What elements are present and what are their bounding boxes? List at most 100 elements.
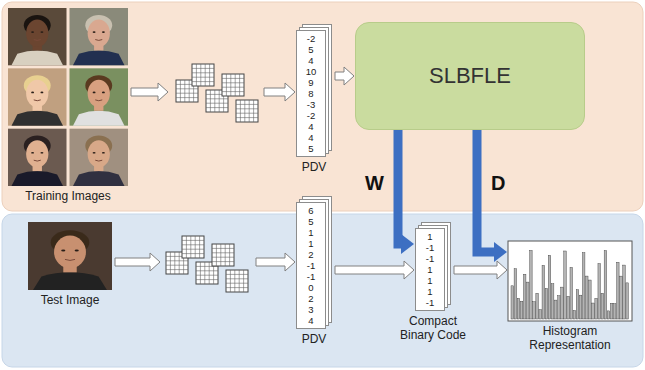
mouth xyxy=(65,259,75,260)
histogram-bar xyxy=(517,298,520,319)
histogram-bar xyxy=(586,276,589,319)
histogram-bar xyxy=(527,282,530,319)
face-photo xyxy=(8,129,67,186)
histogram-bar xyxy=(589,280,592,319)
shoulders xyxy=(12,111,63,126)
shoulders xyxy=(73,111,124,126)
process-box: SLBFLE xyxy=(355,22,585,130)
face-photo xyxy=(8,8,67,65)
histogram-bar xyxy=(610,303,613,319)
face xyxy=(26,19,48,47)
photo-ground xyxy=(70,68,129,125)
vector-card: 1 -1 -1 1 1 1 -1 xyxy=(415,228,445,311)
eye xyxy=(40,92,43,94)
histogram-bar xyxy=(511,286,514,319)
arrow-shaft xyxy=(398,130,402,244)
photo-ground xyxy=(70,129,129,186)
face xyxy=(26,80,48,108)
card-stack: 1 -1 -1 1 1 1 -1 xyxy=(415,222,451,311)
eye xyxy=(93,152,96,154)
patch-grid xyxy=(182,236,204,258)
histogram-bar xyxy=(551,284,554,319)
histogram-bar xyxy=(623,265,626,319)
face-photo xyxy=(28,222,112,290)
mouth xyxy=(95,160,102,162)
face-photo xyxy=(8,68,67,125)
edge-label: D xyxy=(491,172,505,194)
histogram-bar xyxy=(533,302,536,319)
eye xyxy=(61,250,65,252)
connector xyxy=(335,261,414,279)
histogram-bar xyxy=(564,251,567,319)
connector xyxy=(131,83,295,101)
histogram-bar xyxy=(558,296,561,319)
face-photo xyxy=(70,129,129,186)
patch-grid xyxy=(236,100,258,122)
vector-values: 1 -1 -1 1 1 1 -1 xyxy=(424,231,437,308)
histogram-bar xyxy=(536,293,539,319)
histogram-bar xyxy=(626,283,629,319)
vector-stack: 6 5 1 1 2 -1 -1 0 2 3 4PDV xyxy=(290,196,338,346)
image-group: Training Images xyxy=(8,8,128,203)
picture-frame xyxy=(508,241,632,321)
histogram-bar xyxy=(607,311,610,319)
shoulders xyxy=(12,171,63,186)
histogram-bar xyxy=(579,295,582,319)
eye xyxy=(93,92,96,94)
vector-stack: 1 -1 -1 1 1 1 -1Compact Binary Code xyxy=(392,222,474,342)
connector xyxy=(454,261,507,279)
histogram-bar xyxy=(592,303,595,319)
histogram-chart xyxy=(508,241,632,321)
histogram-bar xyxy=(617,262,620,319)
image-caption: Test Image xyxy=(41,293,100,307)
card-stack: -2 5 4 10 9 8 -3 -2 4 4 5 xyxy=(296,24,332,157)
eye xyxy=(31,31,34,33)
image-caption: Training Images xyxy=(25,189,111,203)
connector xyxy=(398,130,414,254)
training-band xyxy=(2,2,643,211)
patch-grid xyxy=(212,244,234,266)
histogram-bar xyxy=(604,251,607,319)
block-arrow xyxy=(115,253,160,271)
mouth xyxy=(34,160,41,162)
eye xyxy=(31,92,34,94)
histogram-bar xyxy=(554,300,557,319)
face xyxy=(88,19,110,47)
histogram-bar xyxy=(620,276,623,319)
stack-label: PDV xyxy=(302,160,327,174)
eye xyxy=(40,152,43,154)
histogram-bar xyxy=(595,298,598,319)
face xyxy=(88,80,110,108)
histogram-bar xyxy=(539,310,542,319)
histogram-bar xyxy=(570,267,573,319)
face xyxy=(88,140,110,168)
eye xyxy=(40,31,43,33)
histogram-bar xyxy=(613,304,616,319)
face-photo xyxy=(70,68,129,125)
patch-grid xyxy=(226,270,248,292)
mouth xyxy=(34,99,41,101)
histogram-bar xyxy=(567,296,570,319)
card-stack: 6 5 1 1 2 -1 -1 0 2 3 4 xyxy=(296,196,332,329)
eye xyxy=(102,152,105,154)
histogram-bar xyxy=(598,264,601,319)
patch-grid xyxy=(222,74,244,96)
patch-grid xyxy=(192,64,214,86)
histogram-bar xyxy=(582,253,585,319)
histogram-bar xyxy=(523,274,526,319)
eye xyxy=(31,152,34,154)
histogram-bar xyxy=(576,290,579,319)
connector xyxy=(477,130,507,262)
face xyxy=(54,236,86,269)
image-caption: Histogram Representation xyxy=(503,324,637,352)
connector xyxy=(335,67,354,85)
block-arrow xyxy=(256,253,295,271)
face-photo xyxy=(70,8,129,65)
mouth xyxy=(95,39,102,41)
photo-ground xyxy=(70,8,129,65)
eye xyxy=(102,92,105,94)
vector-stack: -2 5 4 10 9 8 -3 -2 4 4 5 PDV xyxy=(290,24,338,174)
shoulders xyxy=(73,171,124,186)
image-group: Test Image xyxy=(22,222,118,307)
mouth xyxy=(34,39,41,41)
